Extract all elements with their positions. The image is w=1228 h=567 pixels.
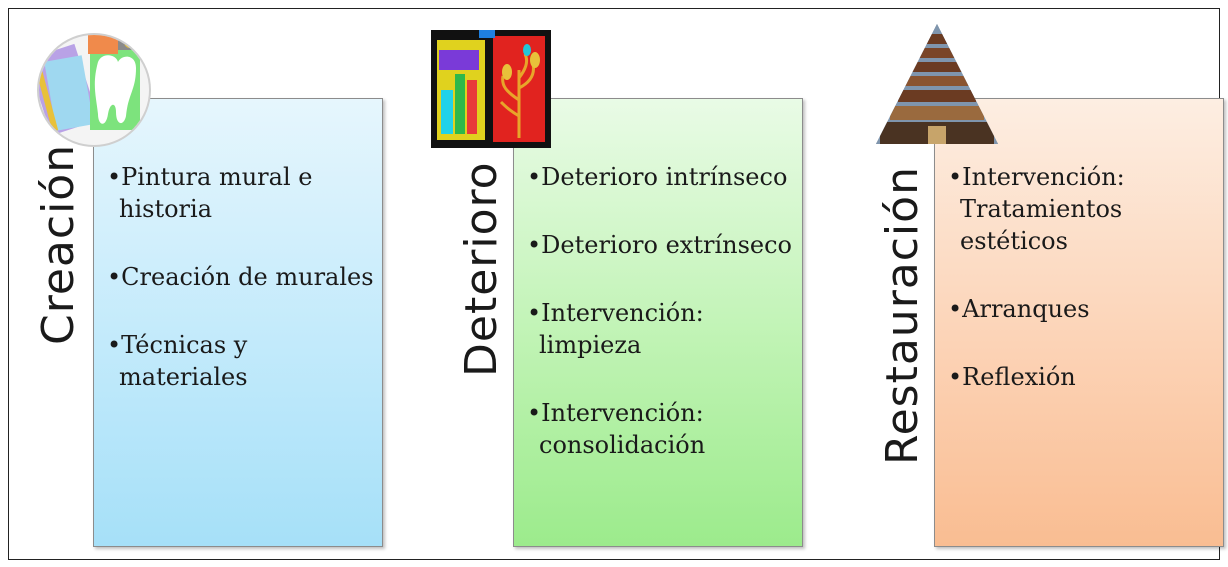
restauracion-list: Intervención: Tratamientos estéticos Arr… [948, 161, 1218, 429]
list-item: Pintura mural e historia [107, 161, 377, 225]
deterioro-title: Deterioro [456, 161, 507, 377]
list-item: Intervención: consolidación [527, 397, 797, 461]
list-item: Reflexión [948, 361, 1218, 393]
deterioro-list: Deterioro intrínseco Deterioro extrínsec… [527, 161, 797, 497]
creacion-list: Pintura mural e historia Creación de mur… [107, 161, 377, 429]
deterioro-box: Deterioro intrínseco Deterioro extrínsec… [513, 98, 803, 547]
restauracion-title: Restauración [877, 166, 928, 465]
list-item: Deterioro extrínseco [527, 229, 797, 261]
list-item: Intervención: limpieza [527, 297, 797, 361]
list-item: Creación de murales [107, 261, 377, 293]
list-item: Deterioro intrínseco [527, 161, 797, 193]
list-item: Técnicas y materiales [107, 329, 377, 393]
restauracion-box: Intervención: Tratamientos estéticos Arr… [934, 98, 1224, 547]
abstract-painting-icon [431, 30, 551, 148]
list-item: Arranques [948, 293, 1218, 325]
creacion-title: Creación [33, 143, 84, 345]
creacion-box: Pintura mural e historia Creación de mur… [93, 98, 383, 547]
list-item: Intervención: Tratamientos estéticos [948, 161, 1218, 257]
teeth-illustration-icon [37, 33, 151, 147]
pagoda-triangle-icon [876, 24, 998, 144]
